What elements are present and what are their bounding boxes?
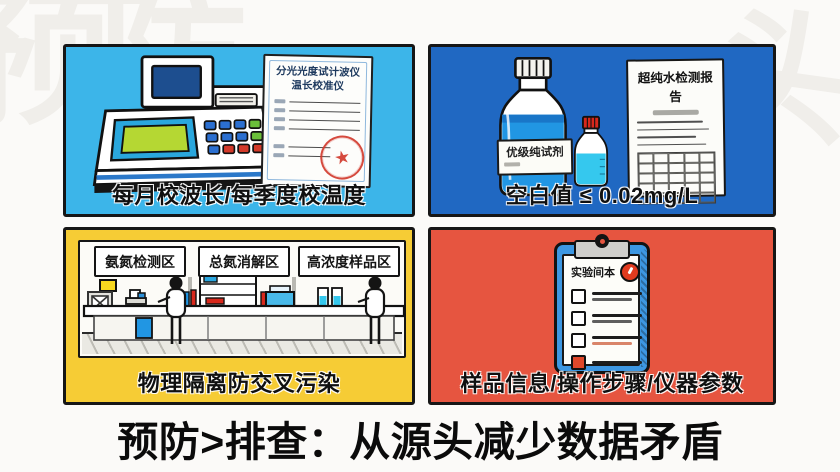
- checklist-row: [571, 333, 642, 348]
- panel-calibration: 分光光度试计波仪 温长校准仪 ★ 每月校波长/每季度校温度: [63, 44, 415, 217]
- zone-sign-total-nitrogen: 总氮消解区: [198, 246, 290, 277]
- timer-icon: [620, 262, 640, 282]
- report-title: 超纯水检测报告: [637, 70, 713, 105]
- caption-blank-value: 空白值 ≤ 0.02mg/L: [505, 183, 699, 208]
- clipboard: 实验间本: [554, 234, 650, 374]
- spectrophotometer-icon: [92, 55, 280, 193]
- checkbox-checked-icon: [571, 355, 586, 370]
- zone-sign-high-concentration: 高浓度样品区: [298, 246, 400, 277]
- checkbox-icon: [571, 289, 586, 304]
- clipboard-ring-icon: [595, 234, 609, 248]
- checklist-row: [571, 311, 642, 326]
- panel-reagent: 优级纯试剂 超纯水检测报告 空白值 ≤: [428, 44, 776, 217]
- reagent-bottle-label: 优级纯试剂: [496, 138, 574, 176]
- panel-lab-zones: 氨氮检测区 总氮消解区 高浓度样品区 物理隔离防交叉污染: [63, 227, 415, 405]
- lab-person-left: [157, 276, 187, 344]
- water-test-report: 超纯水检测报告: [626, 58, 726, 205]
- lab-person-right: [357, 276, 386, 344]
- small-bottle-icon: [573, 115, 609, 187]
- lab-scene: 氨氮检测区 总氮消解区 高浓度样品区: [78, 240, 406, 358]
- caption-calibration: 每月校波长/每季度校温度: [111, 183, 367, 208]
- caption-isolation: 物理隔离防交叉污染: [137, 371, 341, 396]
- checklist-row: [571, 355, 642, 370]
- caption-record: 样品信息/操作步骤/仪器参数: [460, 371, 744, 396]
- calibration-certificate: 分光光度试计波仪 温长校准仪 ★: [260, 53, 374, 189]
- report-subtitle-bar: [652, 109, 699, 116]
- zone-sign-ammonia: 氨氮检测区: [94, 246, 186, 277]
- checkbox-icon: [571, 333, 586, 348]
- checkbox-icon: [571, 311, 586, 326]
- clipboard-paper: 实验间本: [562, 254, 642, 370]
- panel-record: 实验间本: [428, 227, 776, 405]
- checklist-row: [571, 289, 642, 304]
- lab-scene-drawing: [82, 271, 406, 344]
- clipboard-title: 实验间本: [571, 267, 615, 279]
- headline: 预防>排查：从源头减少数据矛盾: [117, 419, 723, 465]
